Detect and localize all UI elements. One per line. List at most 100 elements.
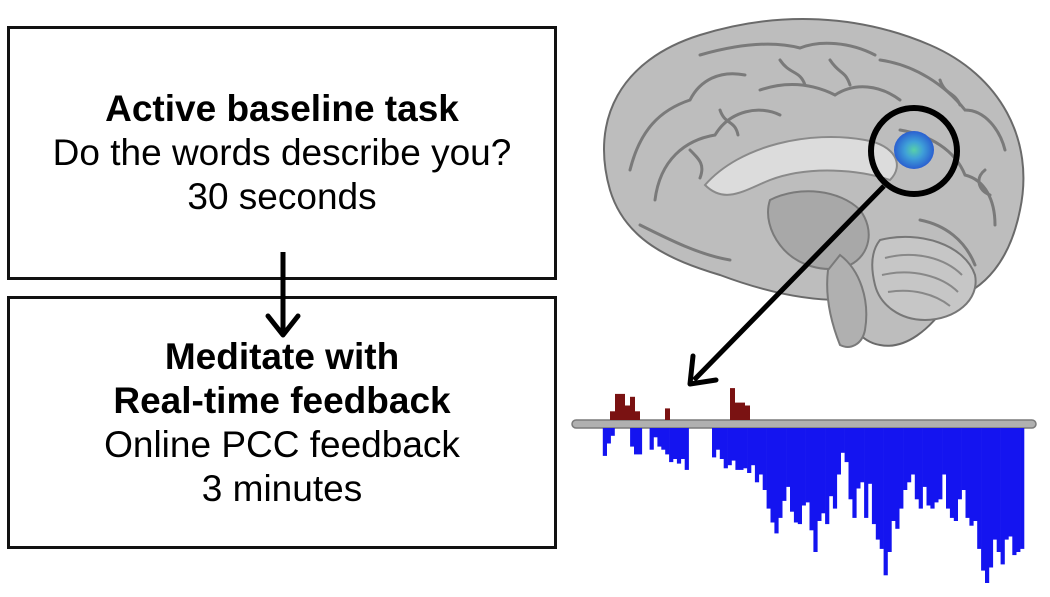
feedback-baseline-bar [571, 419, 1037, 429]
negative-feedback-bar [1020, 428, 1025, 549]
negative-feedback-bar [953, 428, 958, 521]
negative-feedback-bar [875, 428, 880, 540]
negative-feedback-bar [899, 428, 904, 509]
negative-feedback-bar [731, 428, 736, 461]
negative-feedback-bar [922, 428, 927, 487]
negative-feedback-bar [883, 428, 888, 576]
negative-feedback-bar [825, 428, 830, 525]
negative-feedback-bar [844, 428, 849, 463]
negative-feedback-bar [661, 428, 666, 450]
negative-feedback-bar [973, 428, 978, 521]
negative-feedback-bar [938, 428, 943, 500]
positive-feedback-bar [730, 388, 735, 420]
negative-feedback-bar [879, 428, 884, 549]
negative-feedback-bar [637, 428, 643, 455]
negative-feedback-bar [727, 428, 732, 466]
negative-feedback-bar [992, 428, 997, 540]
negative-feedback-bar [961, 428, 966, 490]
meditate-duration: 3 minutes [201, 467, 363, 509]
negative-feedback-bar [665, 428, 670, 455]
negative-feedback-bar [797, 428, 802, 525]
negative-feedback-bar [715, 428, 721, 450]
negative-feedback-bar [630, 428, 635, 447]
negative-feedback-bar [669, 428, 674, 463]
negative-feedback-bar [887, 428, 892, 552]
negative-feedback-bar [634, 428, 639, 455]
negative-feedback-bar [817, 428, 822, 521]
negative-feedback-bar [836, 428, 841, 475]
negative-feedback-bar [754, 428, 760, 483]
negative-feedback-bar [1016, 428, 1021, 552]
positive-feedback-bar [740, 402, 745, 420]
negative-feedback-bar [735, 428, 740, 470]
negative-feedback-bar [981, 428, 986, 571]
positive-feedback-bar [735, 402, 740, 420]
negative-feedback-bar [653, 428, 658, 438]
negative-feedback-bar [774, 428, 779, 534]
negative-feedback-bar [723, 428, 728, 469]
negative-feedback-bar [719, 428, 724, 459]
positive-feedback-bar [630, 396, 635, 420]
negative-feedback-bar [766, 428, 771, 509]
baseline-task-title: Active baseline task [105, 88, 459, 129]
positive-feedback-bar [625, 405, 630, 420]
negative-feedback-bar [949, 428, 955, 518]
negative-feedback-bar [762, 428, 767, 490]
negative-feedback-bar [895, 428, 900, 529]
negative-feedback-bar [743, 428, 748, 469]
negative-feedback-bar [821, 428, 826, 514]
meditate-title-line2: Real-time feedback [113, 379, 451, 421]
negative-feedback-bar [871, 428, 877, 525]
negative-feedback-bar [903, 428, 908, 490]
negative-feedback-bar [657, 428, 662, 447]
negative-feedback-bar [852, 428, 857, 518]
negative-feedback-bar [793, 428, 799, 523]
negative-feedback-bar [934, 428, 939, 503]
negative-feedback-bar [813, 428, 818, 552]
negative-feedback-bar [840, 428, 845, 453]
negative-feedback-bar [673, 428, 678, 459]
meditate-box: Meditate with Real-time feedback Online … [7, 296, 557, 549]
positive-feedback-bar [745, 405, 750, 420]
negative-feedback-bar [910, 428, 916, 475]
pointer-arrow-icon [687, 184, 886, 387]
negative-feedback-bar [946, 428, 951, 509]
negative-feedback-bar [778, 428, 783, 518]
negative-feedback-bar [864, 428, 869, 518]
positive-feedback-bar [635, 411, 640, 420]
negative-feedback-bar [1000, 428, 1005, 565]
meditate-feedback-type: Online PCC feedback [104, 423, 460, 465]
negative-feedback-bar [770, 428, 775, 523]
negative-feedback-bar [610, 428, 615, 436]
negative-feedback-bar [926, 428, 931, 506]
negative-feedback-bar [860, 428, 865, 483]
negative-feedback-bar [747, 428, 752, 473]
negative-feedback-bar [801, 428, 806, 506]
negative-feedback-bar [868, 428, 873, 484]
negative-feedback-bar [957, 428, 962, 500]
negative-feedback-bar [790, 428, 795, 512]
negative-feedback-bar [751, 428, 756, 466]
negative-feedback-bar [782, 428, 787, 501]
negative-feedback-bar [758, 428, 763, 475]
negative-feedback-bar [829, 428, 834, 497]
positive-feedback-bar [615, 393, 620, 420]
negative-feedback-bar [832, 428, 838, 509]
negative-feedback-bar [914, 428, 919, 500]
brain-sagittal-image [603, 17, 1025, 348]
negative-feedback-bar [676, 428, 682, 464]
negative-feedback-bar [786, 428, 791, 487]
positive-feedback-bar [610, 411, 615, 420]
negative-feedback-bar [969, 428, 974, 526]
negative-feedback-bar [739, 428, 744, 470]
negative-feedback-bar [988, 428, 994, 568]
negative-feedback-bar [1008, 428, 1013, 537]
negative-feedback-bar [809, 428, 814, 531]
pcc-circle-marker [868, 105, 960, 197]
negative-feedback-bar [1004, 428, 1009, 540]
positive-feedback-bars [610, 388, 750, 420]
negative-feedback-bar [907, 428, 912, 483]
negative-feedback-bar [985, 428, 990, 583]
pcc-activation-blob [894, 131, 934, 169]
negative-feedback-bar [977, 428, 982, 549]
